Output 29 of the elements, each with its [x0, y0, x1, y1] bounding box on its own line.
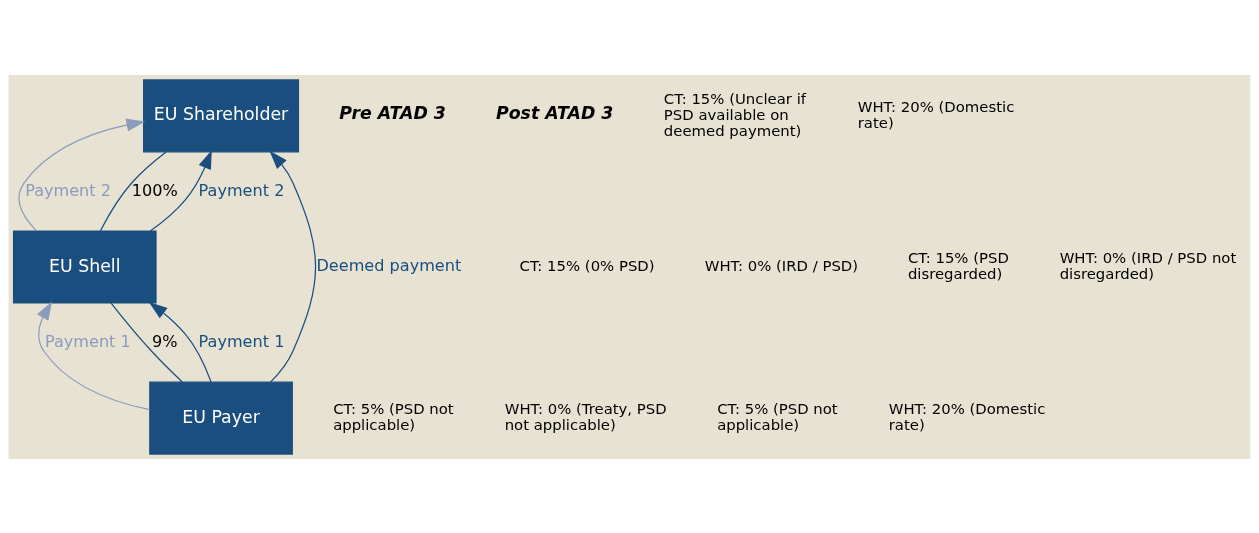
- label: WHT: 0% (Treaty, PSD not applicable): [504, 399, 667, 434]
- arrow: [37, 300, 151, 410]
- edge-label: Payment 1: [44, 331, 131, 351]
- label: CT: 15% (PSD disregarded): [907, 248, 1009, 283]
- arrow: [18, 118, 146, 231]
- edge-label: Payment 2: [25, 180, 111, 200]
- edge-label: Payment 2: [198, 180, 285, 200]
- connector: [99, 150, 167, 232]
- arrow: [149, 149, 212, 231]
- edge-label: 100%: [131, 180, 178, 200]
- arrow: [148, 301, 212, 383]
- label: Post ATAD 3: [496, 102, 614, 123]
- label: WHT: 0% (IRD / PSD): [704, 256, 859, 275]
- label: WHT: 20% (Domestic rate): [888, 399, 1046, 434]
- label: CT: 15% (0% PSD): [519, 256, 655, 275]
- label: CT: 15% (Unclear if PSD available on deemed payment): [663, 89, 807, 140]
- label: CT: 5% (PSD not applicable): [717, 399, 838, 434]
- node-box: EU Shareholder: [143, 78, 300, 152]
- label: WHT: 20% (Domestic rate): [857, 97, 1015, 132]
- edge-label: Deemed payment: [316, 255, 462, 275]
- node-box: EU Shell: [12, 229, 157, 304]
- arrow: [269, 150, 317, 382]
- label: CT: 5% (PSD not applicable): [333, 399, 454, 434]
- label: Pre ATAD 3: [339, 102, 446, 123]
- edge-label: 9%: [151, 331, 178, 351]
- edge-label: Payment 1: [198, 331, 285, 351]
- connector: [110, 301, 183, 383]
- label: WHT: 0% (IRD / PSD not disregarded): [1059, 248, 1237, 283]
- node-box: EU Payer: [149, 381, 293, 455]
